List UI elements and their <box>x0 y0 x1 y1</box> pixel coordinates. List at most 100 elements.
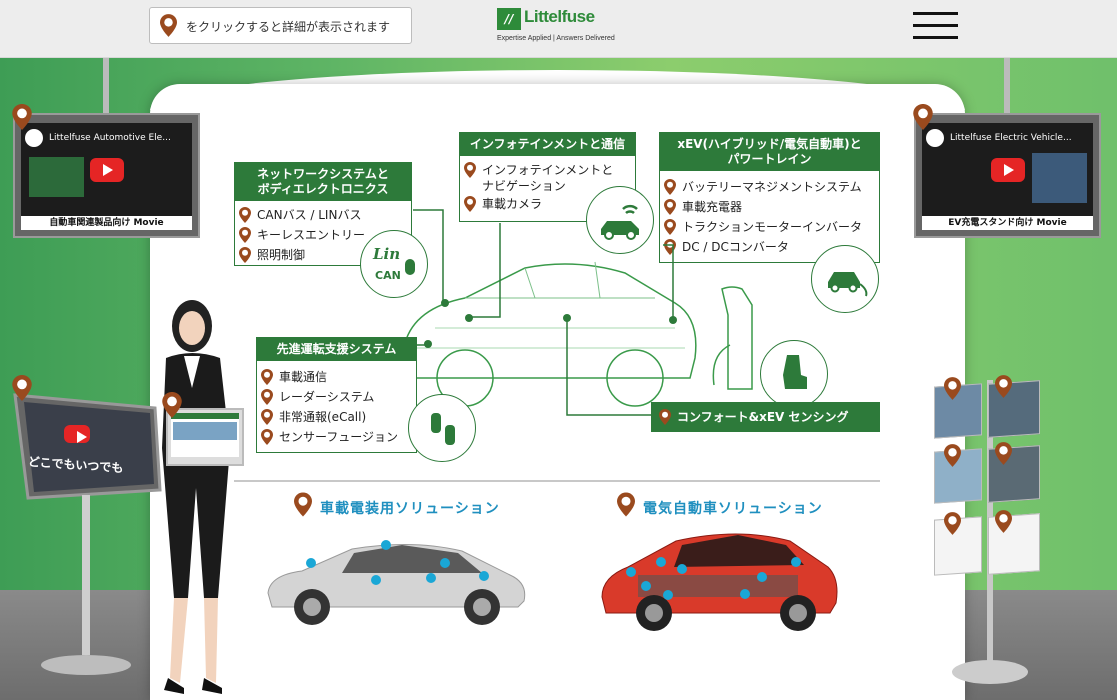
location-pin-icon <box>664 179 676 195</box>
location-pin-icon[interactable] <box>944 444 961 467</box>
video-left-title: Littelfuse Automotive Ele... <box>49 133 171 143</box>
infotainment-box: インフォテインメントと通信 インフォテインメントと ナビゲーション 車載カメラ <box>459 132 636 222</box>
hint-box: をクリックすると詳細が表示されます <box>149 7 412 44</box>
item-label: キーレスエントリー <box>257 228 366 242</box>
video-pole-right <box>1004 58 1010 113</box>
video-right-still <box>1032 153 1087 203</box>
video-right-caption: EV充電スタンド向け Movie <box>922 216 1093 230</box>
ev-solutions-title[interactable]: 電気自動車ソリューション <box>643 501 823 517</box>
list-item-onboard-charger[interactable]: 車載充電器 <box>660 197 879 217</box>
location-pin-icon[interactable] <box>944 377 961 400</box>
video-left[interactable]: Littelfuse Automotive Ele... 自動車関連製品向け M… <box>13 113 200 238</box>
brochure-rack-base <box>952 660 1028 684</box>
xev-box-title: xEV(ハイブリッド/電気自動車)と パワートレイン <box>660 133 879 171</box>
list-item-lighting[interactable]: 照明制御 <box>235 245 411 265</box>
location-pin-icon[interactable] <box>995 375 1012 398</box>
item-label: トラクションモーターインバータ <box>682 220 863 234</box>
location-pin-icon <box>239 227 251 243</box>
item-label: センサーフュージョン <box>279 430 399 444</box>
xev-title-line2: パワートレイン <box>727 152 812 166</box>
kiosk-stand <box>13 393 162 675</box>
car-seat-icon <box>760 340 828 408</box>
item-label: 車載通信 <box>279 370 328 384</box>
list-item-radar[interactable]: レーダーシステム <box>257 387 416 407</box>
laptop-screen[interactable] <box>166 408 244 466</box>
comfort-sensing-title: コンフォート&xEV センシング <box>677 410 849 424</box>
video-right-thumbnail[interactable]: Littelfuse Electric Vehicle... <box>922 123 1093 217</box>
xev-box: xEV(ハイブリッド/電気自動車)と パワートレイン バッテリーマネジメントシス… <box>659 132 880 263</box>
location-pin-icon[interactable] <box>162 392 182 418</box>
location-pin-icon[interactable] <box>12 375 32 401</box>
location-pin-icon[interactable] <box>913 104 933 130</box>
item-label: 車載充電器 <box>682 200 743 214</box>
video-left-thumbnail[interactable]: Littelfuse Automotive Ele... <box>21 123 192 217</box>
logo-mark-icon: // <box>497 8 521 30</box>
comfort-sensing-box[interactable]: コンフォート&xEV センシング <box>651 402 880 432</box>
presenter-woman <box>162 300 230 694</box>
logo-tagline: Expertise Applied | Answers Delivered <box>497 35 615 42</box>
video-left-still <box>29 157 84 197</box>
list-item-dcdc[interactable]: DC / DCコンバータ <box>660 237 879 257</box>
channel-avatar-icon <box>926 129 944 147</box>
location-pin-icon[interactable] <box>617 492 635 517</box>
list-item-v2x[interactable]: 車載通信 <box>257 367 416 387</box>
item-label: 車載カメラ <box>482 197 543 211</box>
littelfuse-logo[interactable]: // Littelfuse Expertise Applied | Answer… <box>497 7 622 46</box>
list-item-sensor-fusion[interactable]: センサーフュージョン <box>257 427 416 447</box>
list-item-traction-inverter[interactable]: トラクションモーターインバータ <box>660 217 879 237</box>
location-pin-icon <box>464 162 476 178</box>
item-label: DC / DCコンバータ <box>682 240 789 254</box>
list-item-navigation[interactable]: ナビゲーション <box>460 178 635 194</box>
youtube-play-icon[interactable] <box>89 158 124 182</box>
location-pin-icon[interactable] <box>12 104 32 130</box>
network-box-title: ネットワークシステムと ボディエレクトロニクス <box>235 163 411 201</box>
lin-can-icon: Lin CAN <box>360 230 428 298</box>
connector-lines <box>413 209 674 416</box>
silver-car-image[interactable] <box>262 535 530 625</box>
red-ev-car-image[interactable] <box>598 527 840 635</box>
item-label: CANバス / LINバス <box>257 208 362 222</box>
video-right-title: Littelfuse Electric Vehicle... <box>950 133 1072 143</box>
hint-text: をクリックすると詳細が表示されます <box>186 20 391 34</box>
logo-name: Littelfuse <box>524 7 595 26</box>
network-title-line1: ネットワークシステムと <box>257 167 389 181</box>
video-right[interactable]: Littelfuse Electric Vehicle... EV充電スタンド向… <box>914 113 1101 238</box>
list-item-ecall[interactable]: 非常通報(eCall) <box>257 407 416 427</box>
bluetooth-icon <box>405 259 415 275</box>
lin-label: Lin <box>373 245 401 263</box>
youtube-play-icon[interactable] <box>990 158 1025 182</box>
item-label: バッテリーマネジメントシステム <box>682 180 862 194</box>
item-label: レーダーシステム <box>279 390 375 404</box>
location-pin-icon <box>261 369 273 385</box>
item-label: 非常通報(eCall) <box>279 410 367 424</box>
channel-avatar-icon <box>25 129 43 147</box>
xev-title-line1: xEV(ハイブリッド/電気自動車)と <box>677 137 862 151</box>
menu-hamburger-icon[interactable] <box>913 11 958 41</box>
location-pin-icon <box>261 429 273 445</box>
network-title-line2: ボディエレクトロニクス <box>257 182 389 196</box>
adas-box: 先進運転支援システム 車載通信 レーダーシステム 非常通報(eCall) センサ… <box>256 337 417 453</box>
can-label: CAN <box>375 269 401 282</box>
list-item-camera[interactable]: 車載カメラ <box>460 194 635 214</box>
adas-box-title: 先進運転支援システム <box>257 338 416 361</box>
connected-car-icon <box>586 186 654 254</box>
list-item-bms[interactable]: バッテリーマネジメントシステム <box>660 177 879 197</box>
location-pin-icon[interactable] <box>294 492 312 517</box>
location-pin-icon[interactable] <box>995 510 1012 533</box>
ev-charging-icon <box>811 245 879 313</box>
location-pin-icon <box>659 409 671 425</box>
list-item-canbus[interactable]: CANバス / LINバス <box>235 205 411 225</box>
location-pin-icon <box>239 247 251 263</box>
list-item-keyless[interactable]: キーレスエントリー <box>235 225 411 245</box>
video-pole-left <box>103 58 109 113</box>
section-divider <box>234 480 880 482</box>
location-pin-icon <box>239 207 251 223</box>
automotive-solutions-title[interactable]: 車載電装用ソリューション <box>320 501 500 517</box>
item-label: 照明制御 <box>257 248 306 262</box>
item-label: ナビゲーション <box>482 179 566 193</box>
list-item-infotainment[interactable]: インフォテインメントと <box>460 162 635 178</box>
location-pin-icon[interactable] <box>995 442 1012 465</box>
adas-cars-icon <box>408 394 476 462</box>
kiosk-play-icon[interactable] <box>52 420 102 448</box>
location-pin-icon[interactable] <box>944 512 961 535</box>
